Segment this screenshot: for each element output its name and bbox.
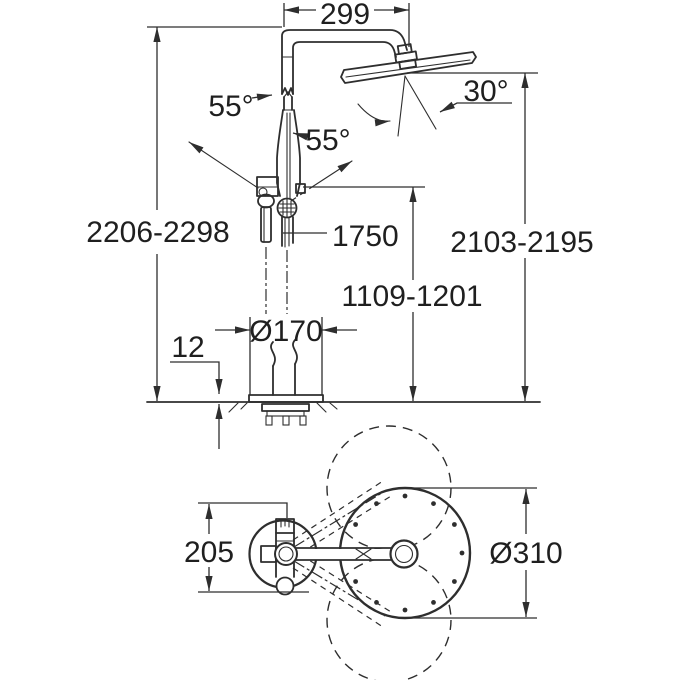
- leader-line: [439, 101, 512, 113]
- pointer-arrow: [292, 132, 309, 141]
- dim-base-plate-height-label: 12: [171, 331, 204, 364]
- plan-shower-arm: [274, 539, 419, 569]
- dim-base-plate-height: 12: [170, 331, 223, 449]
- extension-line: [404, 487, 537, 619]
- arm-inner-wall: [292, 41, 397, 95]
- head-plate-outline: [340, 51, 477, 84]
- arm-fill: [294, 549, 391, 560]
- valve-texture: [278, 198, 296, 218]
- angle-head-tilt: 30°: [357, 75, 512, 137]
- dim-head-height: 2103-2195: [407, 72, 594, 401]
- dim-base-diameter-label: Ø170: [249, 315, 322, 348]
- swivel-arm-edge: [300, 554, 392, 613]
- pipe-break-right: [292, 339, 298, 365]
- swivel-arm-edge: [300, 495, 392, 554]
- angle-arc-arrow: [357, 103, 391, 127]
- swivel-circle-lower: [326, 557, 452, 680]
- hand-shower-assembly: [256, 109, 306, 248]
- overhead-shower-head-side: [340, 43, 477, 84]
- pointer-arrow: [251, 93, 273, 101]
- anchor-bolt: [282, 415, 290, 426]
- dim-head-height-label: 2103-2195: [450, 226, 593, 259]
- dim-head-diameter: Ø310: [404, 487, 563, 619]
- lever-top: [275, 518, 295, 534]
- holder-pivot: [258, 187, 268, 197]
- angle-hand-shower-left-label: 55°: [208, 90, 253, 123]
- arm-edge: [293, 547, 392, 561]
- angle-hand-shower-right-label: 55°: [305, 124, 350, 157]
- dim-overall-height: 2206-2298: [86, 26, 282, 401]
- dim-body-depth: 205: [184, 502, 309, 593]
- anchor-bolt: [299, 415, 307, 426]
- swivel-centerline-upper: [293, 490, 386, 548]
- swivel-arm-edge: [292, 480, 384, 541]
- base-and-floor: [146, 247, 541, 426]
- nozzle-dot: [431, 600, 436, 605]
- dim-arm-projection-label: 299: [320, 0, 370, 31]
- dim-arm-projection: 299: [283, 0, 410, 47]
- nozzle-dot: [353, 579, 358, 584]
- floor-hatch: [228, 402, 338, 413]
- swivel-ray: [311, 160, 353, 188]
- dim-hand-shower-height-label: 1109-1201: [341, 280, 482, 313]
- neck-break-symbol: [283, 91, 293, 98]
- swivel-ray: [188, 141, 259, 189]
- plan-swivel-range: [292, 425, 452, 680]
- head-plate-face-line: [345, 59, 471, 78]
- pipe-break-left: [270, 341, 276, 367]
- dim-hand-shower-height: 1109-1201: [303, 186, 483, 401]
- dim-base-diameter: Ø170: [215, 315, 357, 395]
- angle-hand-shower-left: 55°: [188, 90, 273, 189]
- anchor-bolt: [265, 415, 273, 426]
- angle-hand-shower-right: 55°: [290, 124, 353, 202]
- nozzle-dot: [402, 607, 408, 613]
- diverter-knob: [295, 183, 306, 194]
- swivel-arm-edge: [292, 567, 384, 628]
- extension-line: [198, 502, 309, 593]
- nozzle-dot: [459, 550, 465, 556]
- swivel-ray-hidden: [290, 186, 313, 202]
- dim-overall-height-label: 2206-2298: [86, 216, 229, 249]
- swivel-centerline-lower: [293, 560, 386, 617]
- angle-ray-tilted: [404, 75, 437, 130]
- base-connector-ring: [274, 542, 298, 566]
- head-connector-inner: [394, 544, 414, 564]
- side-view: 299 2206-2298 2103-2195 1109-1201 1750: [86, 0, 594, 449]
- hand-shower-handle: [260, 206, 272, 243]
- lever-end-circle: [275, 576, 295, 596]
- angle-ray-plumb: [397, 75, 406, 137]
- head-connector-ring: [389, 539, 419, 569]
- lever-detail: [280, 519, 290, 528]
- shower-column-and-arm: [281, 29, 408, 111]
- dim-body-depth-label: 205: [184, 536, 234, 569]
- base-plate: [248, 394, 324, 403]
- dim-hose-length: 1750: [283, 220, 399, 253]
- arm-outer-wall: [281, 29, 408, 95]
- nozzle-dot: [431, 501, 436, 506]
- nozzle-dot: [452, 522, 457, 527]
- nozzle-dot: [353, 522, 358, 527]
- angle-head-tilt-label: 30°: [463, 75, 508, 108]
- column-break-symbol: [281, 87, 294, 96]
- nozzle-dot: [402, 493, 408, 499]
- dim-hose-length-label: 1750: [332, 220, 399, 253]
- under-floor-flange: [261, 403, 310, 412]
- leader-line: [170, 361, 220, 377]
- nozzle-dot: [452, 579, 457, 584]
- base-connector-inner: [278, 546, 294, 562]
- plan-view: 205 Ø310: [184, 425, 563, 680]
- dim-head-diameter-label: Ø310: [489, 537, 562, 570]
- body-left-outline: [276, 109, 284, 197]
- arm-x-mark: [355, 548, 372, 560]
